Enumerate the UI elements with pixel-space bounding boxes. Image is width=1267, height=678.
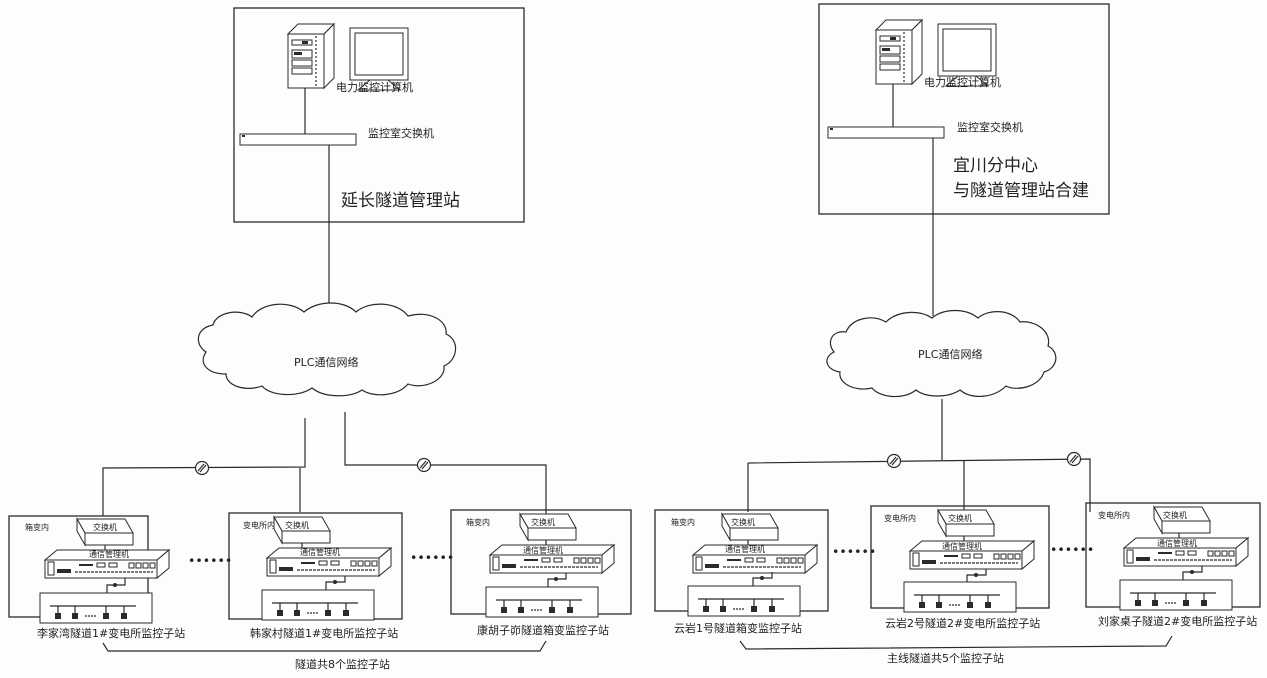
bus-panel-icon (261, 589, 375, 621)
network-label: PLC通信网络 (918, 347, 982, 361)
network-label: PLC通信网络 (294, 355, 358, 369)
location-label: 变电所内 (243, 520, 275, 530)
coupler-icon (1066, 451, 1082, 467)
ellipsis: •••••• (832, 544, 876, 559)
substation-6: 变电所内 交换机 通信管理机 (1085, 502, 1261, 611)
left-management-station: 电力监控计算机 监控室交换机 延长隧道管理站 (233, 7, 525, 223)
station-title-line1: 宜川分中心 (953, 156, 1038, 176)
switch-label: 交换机 (731, 517, 755, 527)
substation-name: 云岩2号隧道2#变电所监控子站 (885, 616, 1040, 630)
location-label: 箱变内 (671, 517, 695, 527)
computer-label: 电力监控计算机 (336, 80, 413, 94)
switch-label: 交换机 (1163, 510, 1187, 520)
manager-label: 通信管理机 (942, 541, 982, 551)
location-label: 箱变内 (25, 522, 49, 532)
station-title-line2: 与隧道管理站合建 (953, 181, 1089, 201)
bus-panel-icon (39, 592, 153, 624)
computer-label: 电力监控计算机 (924, 75, 1001, 89)
manager-label: 通信管理机 (725, 544, 765, 554)
location-label: 箱变内 (466, 517, 490, 527)
group-summary: 隧道共8个监控子站 (295, 657, 390, 671)
substation-name: 刘家桌子隧道2#变电所监控子站 (1098, 614, 1257, 628)
switch-label: 交换机 (948, 513, 972, 523)
manager-label: 通信管理机 (1157, 538, 1197, 548)
substation-3: 箱变内 交换机 通信管理机 (450, 509, 632, 618)
group-summary: 主线隧道共5个监控子站 (887, 651, 1004, 665)
right-plc-network: PLC通信网络 (826, 309, 1057, 398)
substation-name: 李家湾隧道1#变电所监控子站 (37, 626, 185, 640)
substation-4: 箱变内 交换机 通信管理机 (654, 509, 829, 617)
cloud-icon (197, 302, 457, 397)
bus-panel-icon (687, 585, 801, 617)
group-brace (102, 640, 547, 652)
ellipsis: •••••• (410, 550, 454, 565)
station-title: 延长隧道管理站 (341, 191, 460, 211)
switch-label: 监控室交换机 (368, 126, 434, 140)
bus-panel-icon (485, 586, 599, 618)
coupler-icon (194, 460, 210, 476)
left-plc-network: PLC通信网络 (197, 302, 457, 397)
coupler-icon (416, 457, 432, 473)
manager-label: 通信管理机 (523, 545, 563, 555)
manager-label: 通信管理机 (300, 547, 340, 557)
switch-icon (827, 126, 945, 139)
location-label: 变电所内 (884, 513, 916, 523)
switch-label: 交换机 (93, 522, 117, 532)
switch-label: 交换机 (285, 520, 309, 530)
substation-name: 韩家村隧道1#变电所监控子站 (250, 626, 398, 640)
ellipsis: •••••• (1050, 542, 1094, 557)
ellipsis: •••••• (188, 553, 232, 568)
substation-name: 康胡子峁隧道箱变监控子站 (477, 623, 609, 637)
coupler-icon (886, 453, 902, 469)
substation-1: 箱变内 交换机 通信管理机 (8, 515, 170, 624)
substation-5: 变电所内 交换机 通信管理机 (870, 505, 1050, 613)
substation-name: 云岩1号隧道箱变监控子站 (674, 621, 802, 635)
location-label: 变电所内 (1098, 510, 1130, 520)
right-management-station: 电力监控计算机 监控室交换机 宜川分中心 与隧道管理站合建 (818, 3, 1110, 215)
bus-panel-icon (1119, 579, 1233, 611)
station-frame (818, 3, 1110, 215)
switch-label: 交换机 (531, 517, 555, 527)
station-frame (233, 7, 525, 223)
switch-icon (239, 133, 357, 146)
substation-2: 变电所内 交换机 通信管理机 (228, 512, 403, 621)
cloud-icon (826, 309, 1057, 398)
group-brace (739, 635, 1173, 650)
bus-panel-icon (903, 581, 1017, 613)
switch-label: 监控室交换机 (957, 120, 1023, 134)
manager-label: 通信管理机 (89, 549, 129, 559)
